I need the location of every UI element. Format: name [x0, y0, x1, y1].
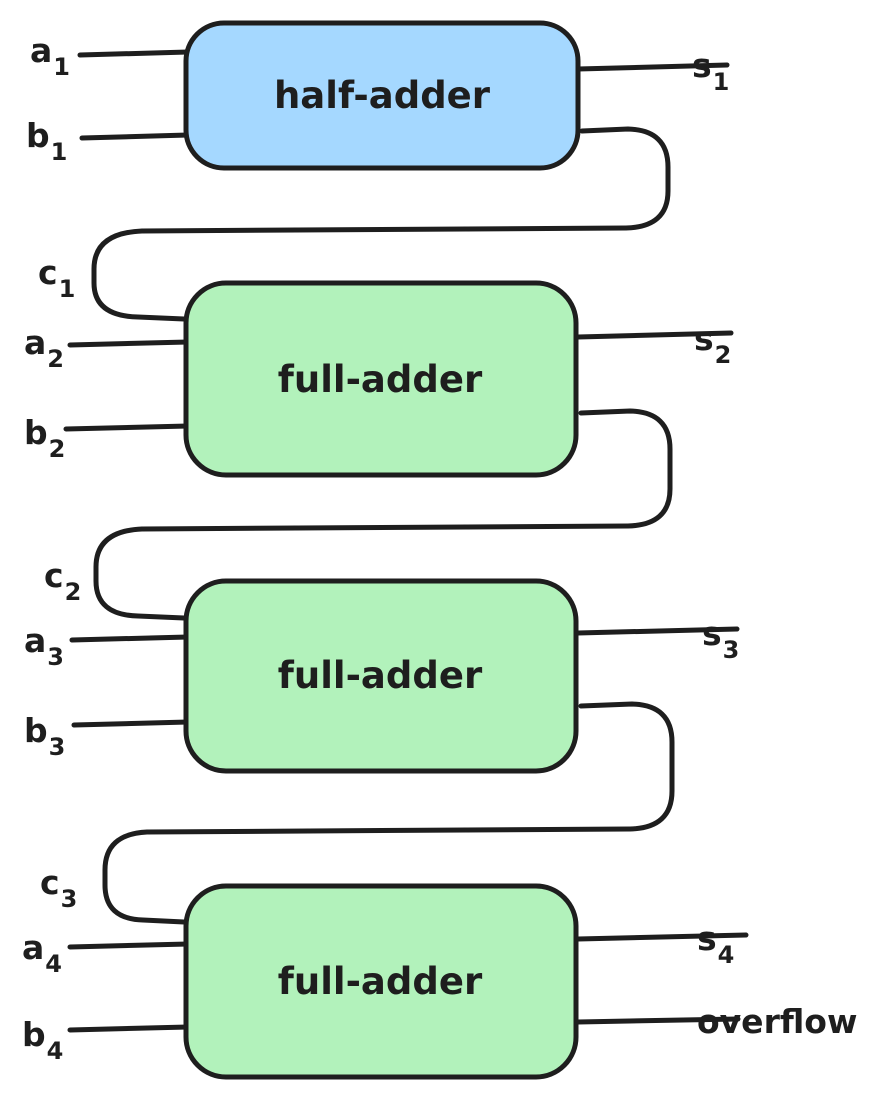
wire-input-b1	[79, 132, 191, 141]
wire-output-s2	[575, 330, 734, 340]
label-output-s3: s3	[702, 614, 739, 664]
wire-carry-c1	[91, 126, 671, 322]
wire-output-overflow	[575, 1016, 741, 1025]
label-input-b1: b1	[26, 116, 67, 166]
stage-full-adder-2	[63, 280, 734, 621]
wire-output-s3	[575, 626, 740, 636]
wire-input-a4	[67, 941, 191, 950]
label-carry-c2: c2	[44, 556, 81, 606]
wire-carry-c2	[93, 408, 673, 621]
stage-full-adder-4	[67, 883, 749, 1080]
diagram-labels: half-adder full-adder full-adder full-ad…	[22, 31, 857, 1065]
stage-half-adder	[77, 20, 730, 322]
label-output-s2: s2	[694, 319, 731, 369]
wire-input-a3	[69, 634, 191, 643]
full-adder-block-2	[183, 280, 579, 478]
full-adder-block-3	[183, 578, 579, 774]
wire-input-b2	[63, 423, 191, 432]
full-adder-2-label: full-adder	[278, 358, 483, 401]
label-carry-c1: c1	[38, 253, 75, 303]
label-output-s1: s1	[692, 46, 729, 96]
label-input-b4: b4	[22, 1015, 63, 1065]
half-adder-block	[183, 20, 581, 171]
label-input-a1: a1	[30, 31, 70, 81]
wire-output-s4	[575, 932, 749, 942]
full-adder-4-label: full-adder	[278, 960, 483, 1003]
wire-input-b4	[67, 1024, 191, 1033]
wire-output-s1	[575, 62, 730, 72]
label-input-a2: a2	[24, 323, 64, 373]
label-input-a4: a4	[22, 928, 62, 978]
label-output-overflow: overflow	[697, 1002, 857, 1041]
label-input-b3: b3	[24, 711, 65, 761]
stage-full-adder-3	[69, 578, 740, 925]
wire-input-b3	[71, 719, 191, 728]
half-adder-label: half-adder	[274, 74, 491, 117]
full-adder-block-4	[183, 883, 579, 1080]
wire-input-a1	[77, 49, 191, 58]
label-carry-c3: c3	[40, 863, 77, 913]
label-output-s4: s4	[697, 919, 734, 969]
label-input-b2: b2	[24, 413, 65, 463]
wire-input-a2	[67, 339, 191, 348]
full-adder-3-label: full-adder	[278, 654, 483, 697]
label-input-a3: a3	[24, 621, 64, 671]
wire-carry-c3	[102, 701, 675, 925]
